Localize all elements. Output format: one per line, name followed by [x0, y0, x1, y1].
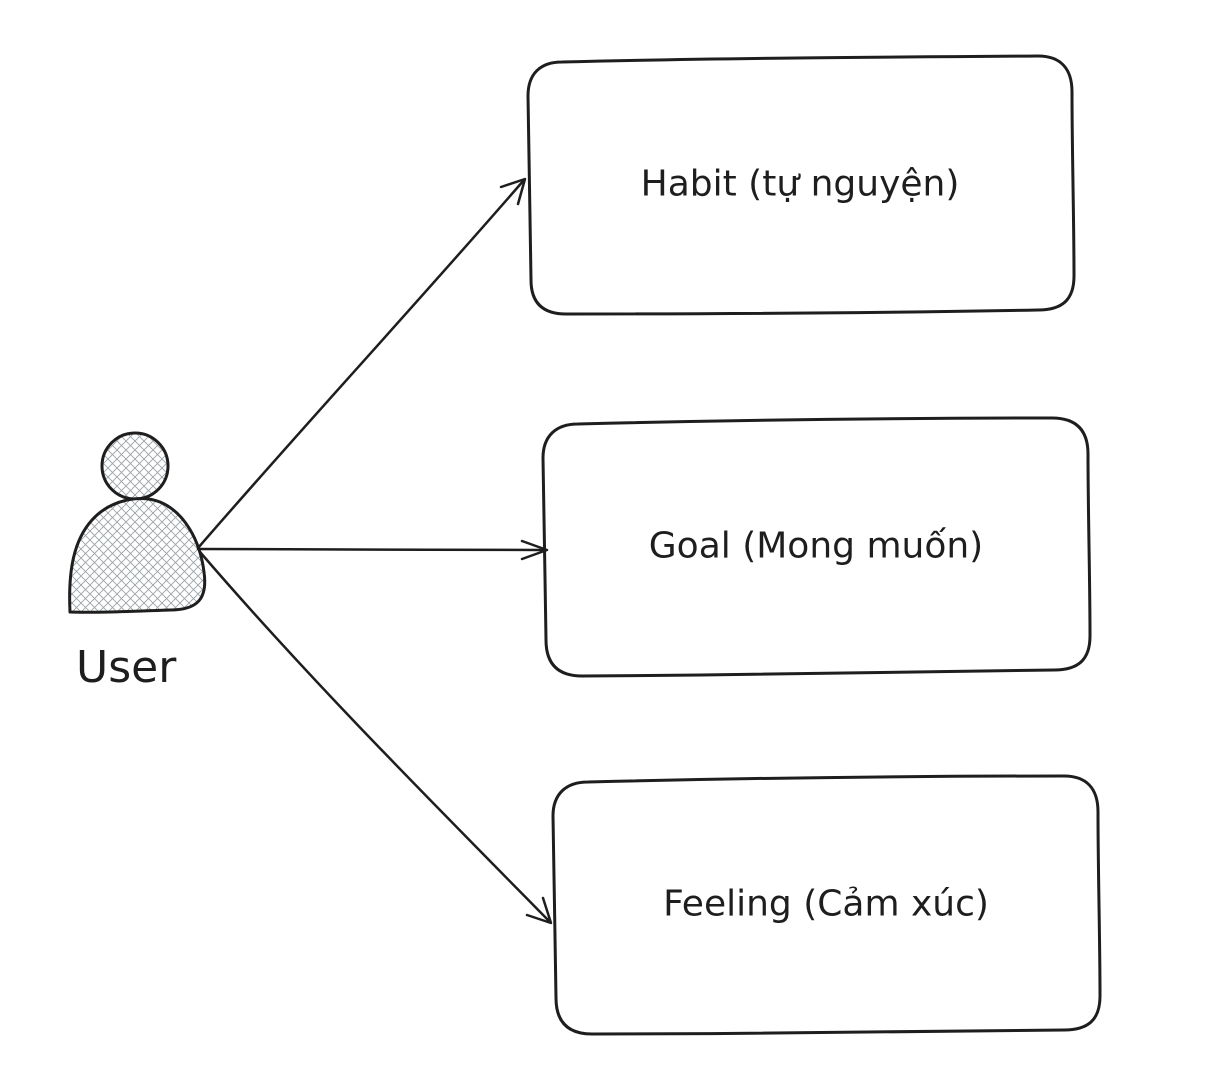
user-icon-head	[100, 431, 170, 501]
user-icon	[68, 431, 207, 614]
box-label-feeling: Feeling (Cảm xúc)	[663, 883, 989, 925]
arrow-to-habit	[196, 177, 527, 550]
actor-label: User	[76, 642, 177, 693]
arrow-to-goal	[196, 539, 549, 561]
user-icon-body	[68, 497, 207, 614]
box-habit	[526, 54, 1076, 316]
arrow-to-feeling	[198, 550, 553, 925]
box-goal	[541, 416, 1092, 678]
box-label-habit: Habit (tự nguyện)	[640, 163, 960, 205]
box-label-goal: Goal (Mong muốn)	[648, 525, 984, 567]
box-feeling	[551, 774, 1102, 1036]
